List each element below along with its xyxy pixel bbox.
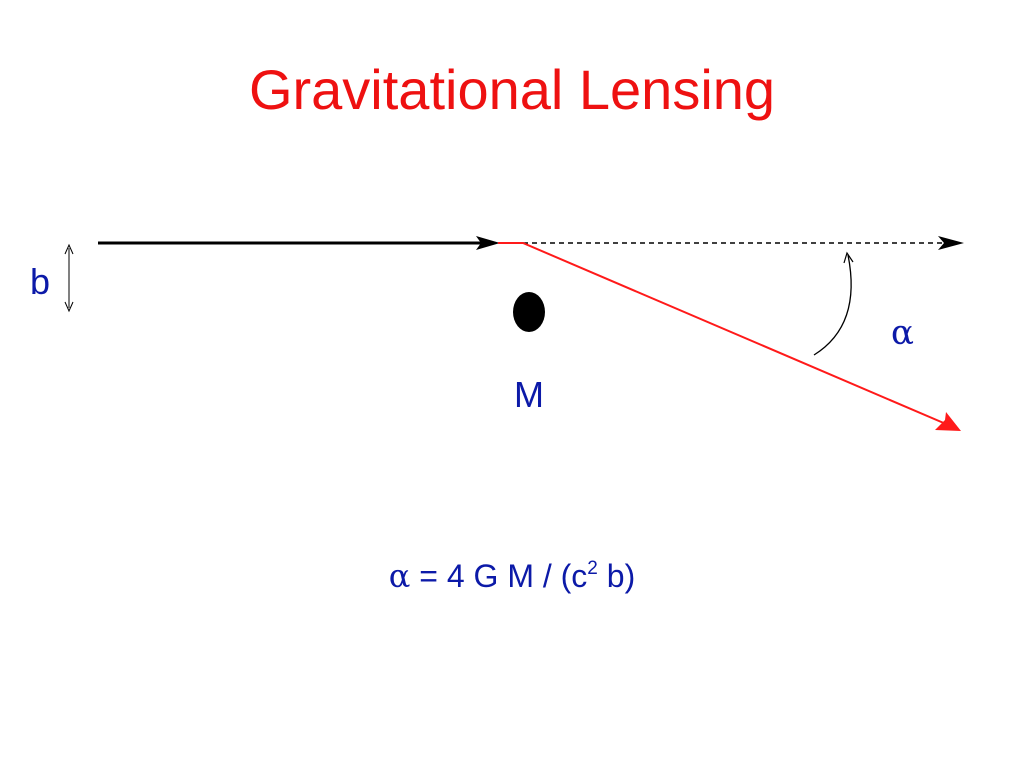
deflection-angle-arc-tip bbox=[843, 251, 854, 264]
impact-parameter-arrow-bottom bbox=[64, 301, 74, 313]
mass-label: M bbox=[514, 374, 544, 415]
formula-body: = 4 G M / (c bbox=[410, 558, 588, 594]
impact-parameter-label: b bbox=[30, 261, 51, 302]
formula-tail: b) bbox=[597, 558, 636, 594]
undeflected-path-arrowhead bbox=[938, 236, 964, 250]
impact-parameter-arrow-top bbox=[64, 243, 74, 255]
deflected-ray bbox=[498, 242, 947, 425]
incoming-ray-arrowhead bbox=[476, 236, 500, 250]
deflected-ray-arrowhead bbox=[935, 412, 961, 431]
slide-title: Gravitational Lensing bbox=[248, 58, 776, 121]
formula-exponent: 2 bbox=[587, 558, 598, 579]
deflection-angle-label: α bbox=[891, 313, 914, 353]
mass-body bbox=[513, 292, 545, 332]
formula-symbol: α bbox=[388, 557, 411, 595]
deflection-formula: α = 4 G M / (c2 b) bbox=[0, 557, 1024, 595]
deflection-angle-arc bbox=[813, 254, 852, 356]
